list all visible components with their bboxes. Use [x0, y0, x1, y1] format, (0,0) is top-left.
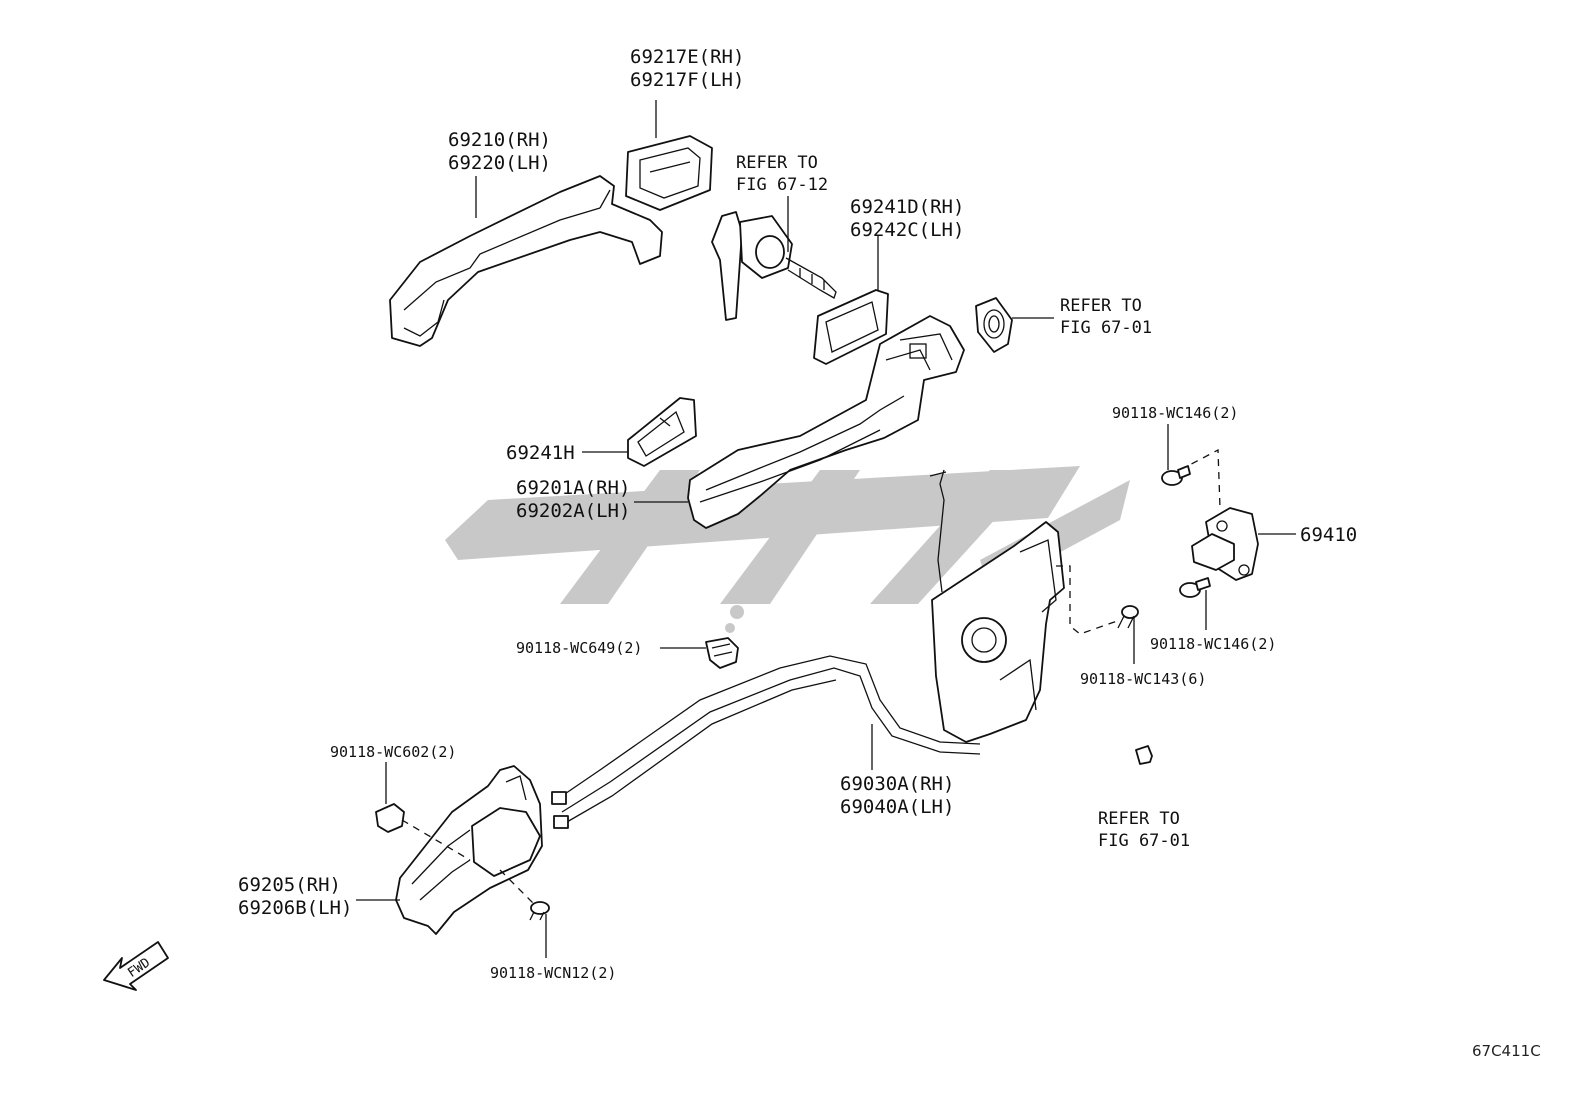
dashed-mount-line [1056, 565, 1121, 635]
screw-wcn12-part [529, 901, 550, 921]
label-69210-rh: 69210(RH) [448, 129, 551, 151]
dashed-screw-line [499, 869, 535, 905]
label-69241d-rh: 69241D(RH) [850, 196, 964, 218]
fwd-arrow-icon [103, 941, 169, 991]
clip-wc649-part [705, 637, 739, 669]
dashed-striker-line [1179, 448, 1221, 509]
front-gasket-part [813, 289, 889, 365]
label-69201-lh: 69202A(LH) [516, 500, 630, 522]
label-wc146-bottom: 90118-WC146(2) [1150, 635, 1276, 653]
handle-cover-part [625, 135, 713, 211]
label-refer-67-12-line2: FIG 67-12 [736, 175, 828, 195]
label-wcn12: 90118-WCN12(2) [490, 964, 616, 982]
label-69410: 69410 [1300, 524, 1357, 546]
label-wc602: 90118-WC602(2) [330, 743, 456, 761]
dashed-clip-line [401, 819, 471, 861]
label-wc649: 90118-WC649(2) [516, 639, 642, 657]
label-69241h: 69241H [506, 442, 575, 464]
door-lock-part [929, 469, 1065, 743]
bolt-wc143-part [1117, 605, 1139, 629]
label-refer-67-01-bottom-line2: FIG 67-01 [1098, 831, 1190, 851]
label-69205-rh: 69205(RH) [238, 874, 341, 896]
grommet-top-part [975, 297, 1013, 353]
label-69030-rh: 69030A(RH) [840, 773, 954, 795]
striker-part [1191, 507, 1259, 581]
handle-frame-part [687, 315, 965, 529]
key-cylinder-part [711, 211, 837, 321]
lock-cables [551, 655, 981, 829]
label-wc146-top: 90118-WC146(2) [1112, 404, 1238, 422]
label-refer-67-12-line1: REFER TO [736, 153, 818, 173]
label-69201-rh: 69201A(RH) [516, 477, 630, 499]
grommet-bottom-part [1135, 745, 1153, 765]
label-69241d-lh: 69242C(LH) [850, 219, 964, 241]
clip-wc602-part [375, 803, 405, 833]
bolt-wc146-bottom-part [1179, 577, 1211, 598]
inside-handle-part [395, 765, 543, 935]
label-refer-67-01-top-line1: REFER TO [1060, 296, 1142, 316]
label-69205-lh: 69206B(LH) [238, 897, 352, 919]
label-69217-lh: 69217F(LH) [630, 69, 744, 91]
bolt-wc146-top-part [1161, 465, 1191, 486]
rear-gasket-part [627, 397, 697, 467]
figure-code: 67C411C [1472, 1042, 1541, 1060]
outside-handle-part [389, 175, 663, 347]
label-69210-lh: 69220(LH) [448, 152, 551, 174]
label-wc143: 90118-WC143(6) [1080, 670, 1206, 688]
label-refer-67-01-top-line2: FIG 67-01 [1060, 318, 1152, 338]
label-refer-67-01-bottom-line1: REFER TO [1098, 809, 1180, 829]
label-69217-rh: 69217E(RH) [630, 46, 744, 68]
label-69030-lh: 69040A(LH) [840, 796, 954, 818]
